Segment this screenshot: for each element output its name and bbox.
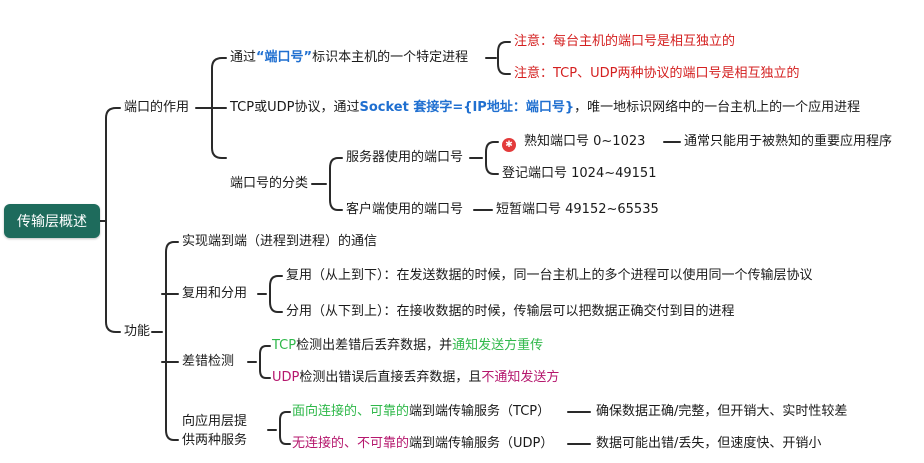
tcp-error-protocol: TCP <box>272 338 297 353</box>
node-functions[interactable]: 功能 <box>124 324 151 339</box>
udp-service-name: 端到端传输服务（UDP） <box>409 436 554 451</box>
connector-identify <box>485 41 511 75</box>
node-ephemeral-ports[interactable]: 短暂端口号 49152~65535 <box>496 202 659 217</box>
node-udp-service-desc[interactable]: 数据可能出错/丢失，但速度快、开销小 <box>596 436 822 451</box>
identify-keyword: “端口号” <box>256 50 313 65</box>
connector-root <box>99 107 121 333</box>
connector-mux <box>257 275 283 313</box>
node-tcp-service[interactable]: 面向连接的、可靠的端到端传输服务（TCP） <box>292 403 550 421</box>
node-socket[interactable]: TCP或UDP协议，通过Socket 套接字={IP地址：端口号}，唯一地标识网… <box>230 99 860 117</box>
tcp-error-text: 检测出差错后丢弃数据，并 <box>296 338 453 353</box>
node-registered-ports[interactable]: 登记端口号 1024~49151 <box>502 166 657 181</box>
node-well-known-ports[interactable]: ✱ 熟知端口号 0~1023 <box>502 133 645 152</box>
node-two-services[interactable]: 向应用层提 供两种服务 <box>182 412 247 450</box>
node-mux-demux[interactable]: 复用和分用 <box>182 286 248 301</box>
socket-suffix: ，唯一地标识网络中的一台主机上的一个应用进程 <box>574 100 861 115</box>
socket-keyword: Socket 套接字={IP地址：端口号} <box>359 100 575 115</box>
udp-error-protocol: UDP <box>272 370 300 385</box>
socket-prefix: TCP或UDP协议，通过 <box>230 100 360 115</box>
node-tcp-error[interactable]: TCP检测出差错后丢弃数据，并通知发送方重传 <box>272 337 543 355</box>
udp-error-text: 检测出错误后直接丢弃数据，且 <box>299 370 482 385</box>
node-end-to-end[interactable]: 实现端到端（进程到进程）的通信 <box>182 234 378 249</box>
node-udp-service[interactable]: 无连接的、不可靠的端到端传输服务（UDP） <box>292 435 553 453</box>
note-port-independent[interactable]: 注意：每台主机的端口号是相互独立的 <box>514 34 736 49</box>
node-client-ports[interactable]: 客户端使用的端口号 <box>346 202 464 217</box>
tcp-service-kind: 面向连接的、可靠的 <box>292 404 410 419</box>
well-known-label: 熟知端口号 0~1023 <box>524 134 646 149</box>
connector-classes <box>311 157 343 211</box>
identify-suffix: 标识本主机的一个特定进程 <box>312 50 469 65</box>
node-multiplex[interactable]: 复用（从上到下）：在发送数据的时候，同一台主机上的多个进程可以使用同一个传输层协… <box>286 268 813 283</box>
star-icon: ✱ <box>502 138 516 152</box>
connector-error <box>247 345 271 379</box>
node-port-role[interactable]: 端口的作用 <box>124 100 190 115</box>
tcp-service-name: 端到端传输服务（TCP） <box>409 404 551 419</box>
tcp-error-action: 通知发送方重传 <box>452 338 544 353</box>
node-demultiplex[interactable]: 分用（从下到上）：在接收数据的时候，传输层可以把数据正确交付到目的进程 <box>286 304 735 319</box>
connector-ports <box>195 57 227 159</box>
note-protocol-independent[interactable]: 注意：TCP、UDP两种协议的端口号是相互独立的 <box>514 66 800 81</box>
node-server-ports[interactable]: 服务器使用的端口号 <box>346 150 464 165</box>
connector-functions <box>151 241 179 441</box>
node-well-known-desc[interactable]: 通常只能用于被熟知的重要应用程序 <box>684 134 893 149</box>
connector-services <box>267 411 291 445</box>
udp-service-kind: 无连接的、不可靠的 <box>292 436 410 451</box>
node-udp-error[interactable]: UDP检测出错误后直接丢弃数据，且不通知发送方 <box>272 369 559 387</box>
node-tcp-service-desc[interactable]: 确保数据正确/完整，但开销大、实时性较差 <box>596 404 848 419</box>
node-port-classes[interactable]: 端口号的分类 <box>230 176 309 191</box>
root-node[interactable]: 传输层概述 <box>4 204 100 238</box>
identify-prefix: 通过 <box>230 50 257 65</box>
connector-server <box>469 141 499 175</box>
services-label-line2: 供两种服务 <box>182 433 248 448</box>
services-label-line1: 向应用层提 <box>182 414 248 429</box>
udp-error-action: 不通知发送方 <box>481 370 560 385</box>
node-port-identify[interactable]: 通过“端口号”标识本主机的一个特定进程 <box>230 49 468 67</box>
node-error-detection[interactable]: 差错检测 <box>182 354 235 369</box>
